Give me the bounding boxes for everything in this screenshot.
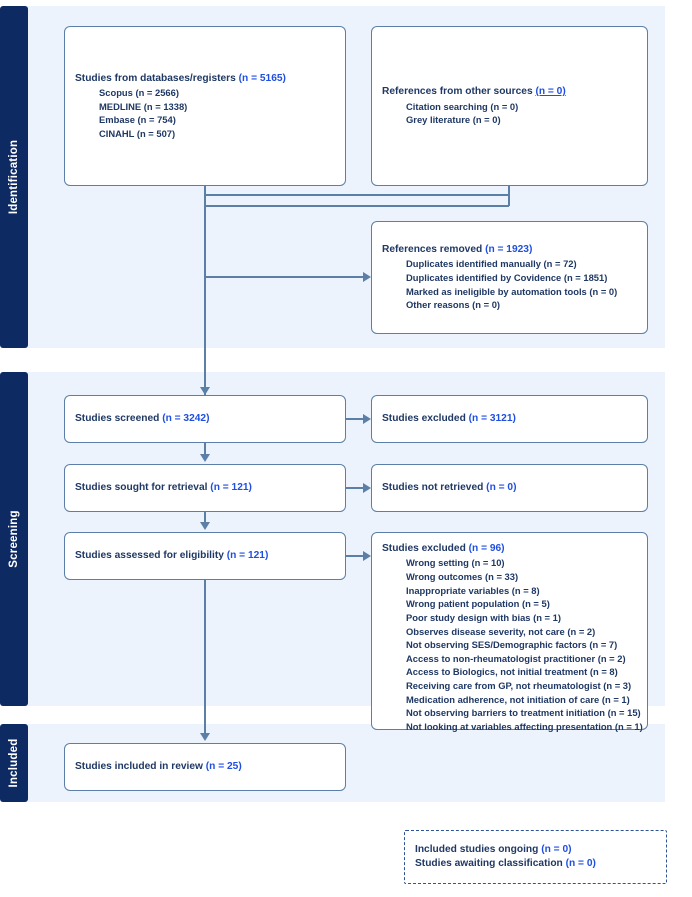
box-excluded2-item: Not observing barriers to treatment init… — [406, 707, 641, 719]
box-excluded2-item: Wrong patient population (n = 5) — [406, 598, 550, 610]
connector-assessed-to-included — [204, 580, 206, 735]
box-awaiting-line: Studies awaiting classification (n = 0) — [415, 858, 596, 869]
phase-tab-identification: Identification — [0, 6, 28, 348]
connector-trunk-to-removed — [204, 276, 364, 278]
box-excluded2-item: Not observing SES/Demographic factors (n… — [406, 639, 618, 651]
box-removed-item: Other reasons (n = 0) — [406, 299, 501, 311]
connector-databases-down — [204, 186, 206, 196]
phase-tab-included: Included — [0, 724, 28, 802]
arrow-assessed-to-included — [200, 733, 210, 741]
box-excluded2-item: Wrong outcomes (n = 33) — [406, 571, 519, 583]
phase-tab-screening-label: Screening — [8, 510, 20, 568]
connector-sought-to-assessed — [204, 512, 206, 524]
box-studies-included-review[interactable]: Studies included in review (n = 25) — [64, 743, 346, 791]
box-excluded1-title: Studies excluded (n = 3121) — [382, 412, 516, 424]
connector-othersources-bridge — [508, 194, 510, 206]
connector-othersources-join — [204, 205, 509, 207]
arrow-sought-to-notretrieved — [363, 483, 371, 493]
box-assessed-title: Studies assessed for eligibility (n = 12… — [75, 549, 269, 561]
box-databases-item: MEDLINE (n = 1338) — [99, 100, 188, 112]
box-databases-item: Scopus (n = 2566) — [99, 86, 179, 98]
phase-tab-screening: Screening — [0, 372, 28, 706]
box-excluded2-title: Studies excluded (n = 96) — [382, 543, 505, 554]
connector-screened-to-sought — [204, 443, 206, 456]
arrow-screened-to-excluded — [363, 414, 371, 424]
box-removed-item: Marked as ineligible by automation tools… — [406, 285, 618, 297]
box-studies-assessed-eligibility[interactable]: Studies assessed for eligibility (n = 12… — [64, 532, 346, 580]
box-studies-sought-retrieval[interactable]: Studies sought for retrieval (n = 121) — [64, 464, 346, 512]
phase-tab-included-label: Included — [8, 738, 20, 788]
box-excluded2-item: Receiving care from GP, not rheumatologi… — [406, 680, 632, 692]
box-databases-title: Studies from databases/registers (n = 51… — [75, 72, 286, 84]
box-references-removed[interactable]: References removed (n = 1923) Duplicates… — [371, 221, 648, 334]
arrow-assessed-to-excluded2 — [363, 551, 371, 561]
box-databases-item: CINAHL (n = 507) — [99, 127, 176, 139]
box-ongoing-and-awaiting[interactable]: Included studies ongoing (n = 0) Studies… — [404, 830, 667, 884]
box-removed-item: Duplicates identified manually (n = 72) — [406, 258, 577, 270]
box-excluded2-item: Access to Biologics, not initial treatme… — [406, 666, 618, 678]
arrow-to-references-removed — [363, 272, 371, 282]
connector-othersources-down — [508, 186, 510, 196]
box-studies-excluded-eligibility[interactable]: Studies excluded (n = 96) Wrong setting … — [371, 532, 648, 732]
box-excluded2-item: Not looking at variables affecting prese… — [406, 720, 643, 732]
connector-databases-join — [204, 194, 509, 196]
connector-main-trunk-identification — [204, 194, 206, 395]
box-studies-excluded-screening[interactable]: Studies excluded (n = 3121) — [371, 395, 648, 443]
box-included-title: Studies included in review (n = 25) — [75, 760, 242, 772]
box-screened-title: Studies screened (n = 3242) — [75, 412, 210, 424]
box-othersources-item: Grey literature (n = 0) — [406, 114, 501, 126]
box-databases-item: Embase (n = 754) — [99, 114, 176, 126]
box-excluded2-item: Poor study design with bias (n = 1) — [406, 611, 561, 623]
box-removed-item: Duplicates identified by Covidence (n = … — [406, 272, 608, 284]
arrow-screened-to-sought — [200, 454, 210, 462]
box-studies-from-databases[interactable]: Studies from databases/registers (n = 51… — [64, 26, 346, 186]
box-othersources-item: Citation searching (n = 0) — [406, 100, 519, 112]
box-othersources-title: References from other sources (n = 0) — [382, 86, 566, 98]
connector-screened-to-excluded — [346, 418, 365, 420]
box-excluded2-item: Access to non-rheumatologist practitione… — [406, 652, 626, 664]
box-removed-title: References removed (n = 1923) — [382, 244, 533, 255]
box-excluded2-item: Inappropriate variables (n = 8) — [406, 584, 540, 596]
arrow-trunk-to-screened — [200, 387, 210, 395]
box-excluded2-item: Medication adherence, not initiation of … — [406, 693, 630, 705]
phase-tab-identification-label: Identification — [8, 139, 20, 215]
box-sought-title: Studies sought for retrieval (n = 121) — [75, 481, 252, 493]
box-excluded2-item: Wrong setting (n = 10) — [406, 557, 505, 569]
arrow-sought-to-assessed — [200, 522, 210, 530]
box-ongoing-line: Included studies ongoing (n = 0) — [415, 843, 572, 855]
box-references-other-sources[interactable]: References from other sources (n = 0) Ci… — [371, 26, 648, 186]
box-studies-not-retrieved[interactable]: Studies not retrieved (n = 0) — [371, 464, 648, 512]
box-studies-screened[interactable]: Studies screened (n = 3242) — [64, 395, 346, 443]
connector-sought-to-notretrieved — [346, 487, 365, 489]
connector-assessed-to-excluded2 — [346, 555, 365, 557]
box-excluded2-item: Observes disease severity, not care (n =… — [406, 625, 596, 637]
box-notretrieved-title: Studies not retrieved (n = 0) — [382, 481, 517, 493]
